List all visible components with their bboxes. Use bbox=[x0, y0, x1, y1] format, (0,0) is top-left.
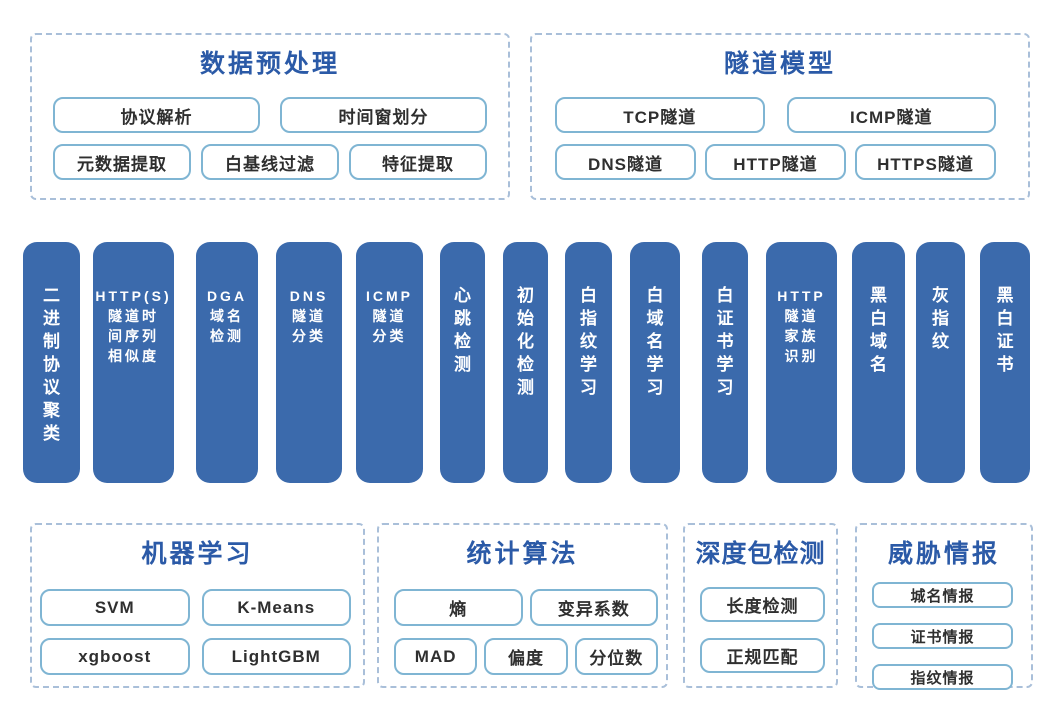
chip-coefficient-of-variation: 变异系数 bbox=[529, 589, 658, 626]
bar-dga-domain-detection: DGA 域名 检测 bbox=[196, 242, 258, 483]
chip-quantile: 分位数 bbox=[574, 638, 658, 675]
chip-lightgbm: LightGBM bbox=[201, 638, 351, 675]
chip-icmp-tunnel: ICMP隧道 bbox=[786, 97, 996, 133]
bar-white-certificate-learning: 白 证 书 学 习 bbox=[702, 242, 748, 483]
bar-heartbeat-detection: 心 跳 检 测 bbox=[440, 242, 485, 483]
chip-domain-intelligence: 城名情报 bbox=[872, 582, 1013, 608]
bar-initialization-detection: 初 始 化 检 测 bbox=[503, 242, 548, 483]
panel-tunnel-models: 隧道模型 TCP隧道 ICMP隧道 DNS隧道 HTTP隧道 HTTPS隧道 bbox=[530, 33, 1030, 200]
bar-white-fingerprint-learning: 白 指 纹 学 习 bbox=[565, 242, 612, 483]
chip-metadata-extraction: 元数据提取 bbox=[53, 144, 191, 180]
bar-white-domain-learning: 白 域 名 学 习 bbox=[630, 242, 680, 483]
chip-white-baseline-filter: 白基线过滤 bbox=[201, 144, 339, 180]
bar-icmp-tunnel-classification: ICMP 隧道 分类 bbox=[356, 242, 423, 483]
chip-length-detection: 长度检测 bbox=[700, 587, 825, 622]
bar-gray-fingerprint: 灰 指 纹 bbox=[916, 242, 965, 483]
bar-binary-protocol-clustering: 二 进 制 协 议 聚 类 bbox=[23, 242, 80, 483]
stats-chip-rows: 熵 变异系数 MAD 偏度 分位数 bbox=[379, 589, 666, 675]
bar-black-white-domain: 黑 白 域 名 bbox=[852, 242, 905, 483]
chip-tcp-tunnel: TCP隧道 bbox=[555, 97, 765, 133]
chip-svm: SVM bbox=[40, 589, 190, 626]
chip-certificate-intelligence: 证书情报 bbox=[872, 623, 1013, 649]
panel-deep-packet-inspection: 深度包检测 长度检测 正规匹配 bbox=[683, 523, 838, 688]
chip-regex-matching: 正规匹配 bbox=[700, 638, 825, 673]
dpi-chip-rows: 长度检测 正规匹配 bbox=[685, 587, 836, 673]
panel-title-tunnel-models: 隧道模型 bbox=[723, 50, 836, 78]
chip-time-window-split: 时间窗划分 bbox=[280, 97, 487, 133]
ml-chip-rows: SVM K-Means xgboost LightGBM bbox=[32, 589, 363, 675]
chip-dns-tunnel: DNS隧道 bbox=[555, 144, 696, 180]
bar-dns-tunnel-classification: DNS 隧道 分类 bbox=[276, 242, 342, 483]
panel-title-deep-packet-inspection: 深度包检测 bbox=[695, 540, 826, 568]
chip-xgboost: xgboost bbox=[40, 638, 190, 675]
tunnel-chip-rows: TCP隧道 ICMP隧道 DNS隧道 HTTP隧道 HTTPS隧道 bbox=[532, 97, 1028, 180]
chip-https-tunnel: HTTPS隧道 bbox=[855, 144, 996, 180]
chip-http-tunnel: HTTP隧道 bbox=[705, 144, 846, 180]
panel-title-statistical-algorithms: 统计算法 bbox=[466, 540, 579, 568]
panel-statistical-algorithms: 统计算法 熵 变异系数 MAD 偏度 分位数 bbox=[377, 523, 668, 688]
preprocess-chip-rows: 协议解析 时间窗划分 元数据提取 白基线过滤 特征提取 bbox=[32, 97, 508, 180]
chip-mad: MAD bbox=[394, 638, 478, 675]
bar-http-tunnel-family-identification: HTTP 隧道 家族 识别 bbox=[766, 242, 837, 483]
panel-data-preprocessing: 数据预处理 协议解析 时间窗划分 元数据提取 白基线过滤 特征提取 bbox=[30, 33, 510, 200]
ti-chip-rows: 城名情报 证书情报 指纹情报 bbox=[857, 582, 1031, 690]
chip-entropy: 熵 bbox=[394, 589, 523, 626]
panel-title-threat-intelligence: 威胁情报 bbox=[887, 540, 1000, 568]
chip-fingerprint-intelligence: 指纹情报 bbox=[872, 664, 1013, 690]
panel-machine-learning: 机器学习 SVM K-Means xgboost LightGBM bbox=[30, 523, 365, 688]
chip-k-means: K-Means bbox=[201, 589, 351, 626]
bar-black-white-certificate: 黑 白 证 书 bbox=[980, 242, 1030, 483]
chip-protocol-parsing: 协议解析 bbox=[53, 97, 260, 133]
panel-title-machine-learning: 机器学习 bbox=[141, 540, 254, 568]
chip-skewness: 偏度 bbox=[484, 638, 568, 675]
panel-title-data-preprocessing: 数据预处理 bbox=[199, 50, 340, 78]
bar-https-tunnel-time-series-similarity: HTTP(S) 隧道时 间序列 相似度 bbox=[93, 242, 174, 483]
chip-feature-extraction: 特征提取 bbox=[349, 144, 487, 180]
panel-threat-intelligence: 威胁情报 城名情报 证书情报 指纹情报 bbox=[855, 523, 1033, 690]
